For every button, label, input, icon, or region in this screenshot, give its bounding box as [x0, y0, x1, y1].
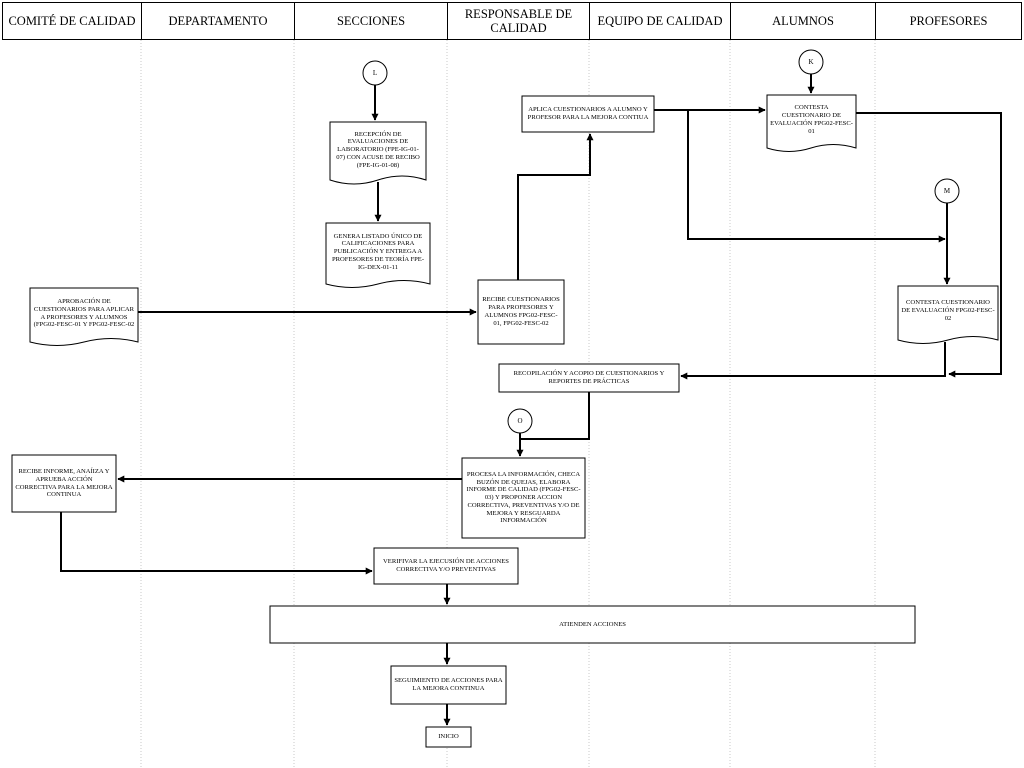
lane-header-secciones: SECCIONES [294, 2, 448, 40]
node-contesta-alumnos-shape [766, 94, 857, 152]
node-verificar-shape [373, 547, 519, 585]
node-procesa: PROCESA LA INFORMACIÓN, CHECA BUZÓN DE Q… [466, 470, 581, 525]
connector-l: L [372, 69, 378, 77]
connector-k: K [808, 58, 814, 66]
node-recibe-cuestionarios: RECIBE CUESTIONARIOS PARA PROFESORES Y A… [482, 296, 560, 327]
node-inicio-shape [425, 726, 472, 748]
node-contesta-alumnos: CONTESTA CUESTIONARIO DE EVALUACIÓN FPG0… [770, 104, 853, 135]
node-genera-listado-shape [325, 222, 431, 288]
connector-o: O [517, 417, 523, 425]
lane-header-comite-de-calidad: COMITÉ DE CALIDAD [2, 2, 142, 40]
node-recibe-informe: RECIBE INFORME, ANAÍIZA Y APRUEBA ACCIÓN… [15, 467, 113, 499]
node-verificar: VERIFIVAR LA EJECUSIÓN DE ACCIONES CORRE… [383, 558, 509, 573]
lane-header-responsable-de-calidad: RESPONSABLE DE CALIDAD [447, 2, 590, 40]
node-aprobacion: APROBACIÓN DE CUESTIONARIOS PARA APLICAR… [33, 297, 135, 329]
node-aplica-cuestionarios-shape [521, 95, 655, 133]
node-seguimiento: SEGUIMIENTO DE ACCIONES PARA LA MEJORA C… [394, 677, 503, 692]
node-procesa-shape [461, 457, 586, 539]
node-seguimiento-shape [390, 665, 507, 705]
node-atienden-shape [269, 605, 916, 644]
arrow-aplica-to-profesores [687, 110, 946, 243]
node-recepcion: RECEPCIÓN DE EVALUACIONES DE LABORATORIO… [336, 130, 420, 169]
lane-header-equipo-de-calidad: EQUIPO DE CALIDAD [589, 2, 731, 40]
node-atienden: ATIENDEN ACCIONES [559, 620, 626, 628]
connector-m: M [943, 187, 951, 195]
node-contesta-profesores-shape [897, 285, 999, 344]
node-recopilacion-shape [498, 363, 680, 393]
node-recibe-informe-shape [11, 454, 117, 513]
lane-header-alumnos: ALUMNOS [730, 2, 876, 40]
node-contesta-profesores: CONTESTA CUESTIONARIO DE EVALUACIÓN FPG0… [901, 299, 995, 322]
node-genera-listado: GENERA LISTADO ÚNICO DE CALIFICACIONES P… [331, 232, 425, 271]
arrow-contesta-alumnos-to-recopilacion [856, 112, 1002, 378]
node-aprobacion-shape [29, 287, 139, 346]
arrow-contesta-profesores-to-recopilacion [680, 342, 946, 380]
arrow-recibe-to-aplica [517, 133, 594, 280]
lane-header-profesores: PROFESORES [875, 2, 1022, 40]
arrow-recibe-informe-to-verificar [60, 512, 373, 575]
node-aplica-cuestionarios: APLICA CUESTIONARIOS A ALUMNO Y PROFESOR… [527, 106, 649, 121]
node-recepcion-shape [329, 121, 427, 185]
node-inicio: INICIO [438, 733, 459, 741]
node-recopilacion: RECOPILACIÓN Y ACOPIO DE CUESTIONARIOS Y… [513, 370, 665, 385]
node-recibe-cuestionarios-shape [477, 279, 565, 345]
